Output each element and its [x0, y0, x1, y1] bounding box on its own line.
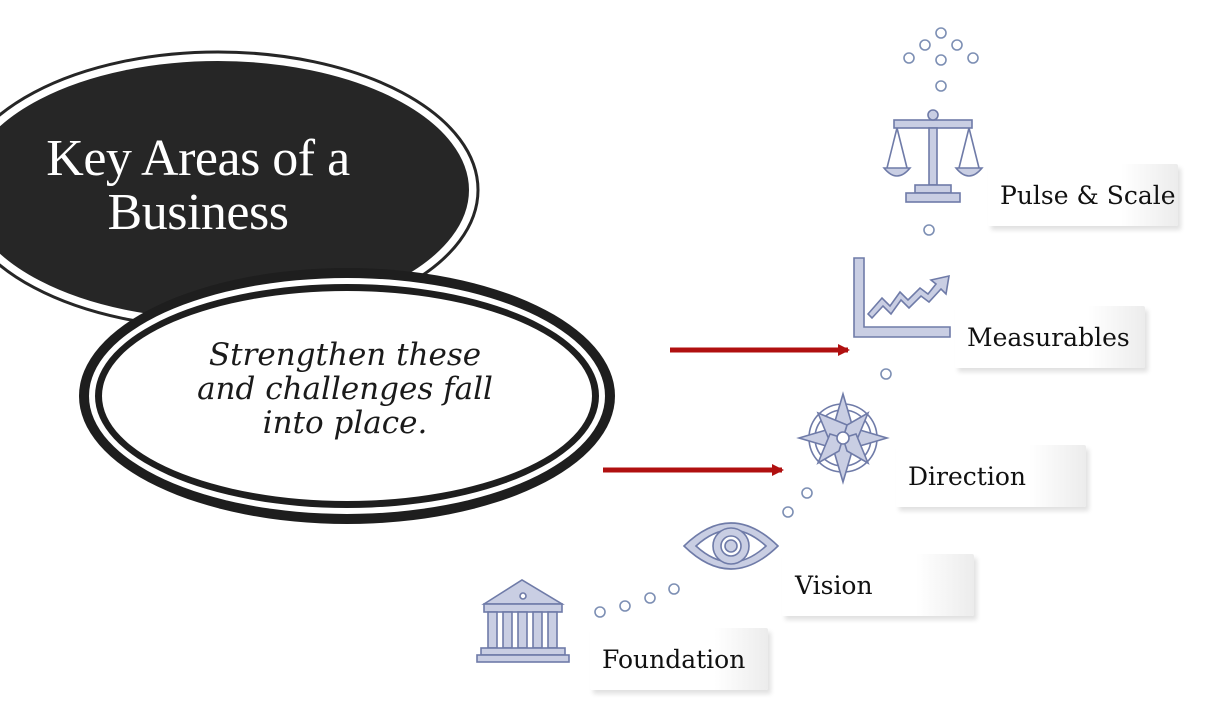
stage-label-text: Foundation	[602, 644, 746, 674]
tagline-line: into place.	[262, 405, 428, 441]
stage-label-text: Pulse & Scale	[1000, 180, 1176, 210]
tagline-line: Strengthen these	[208, 337, 482, 373]
tagline-line: and challenges fall	[197, 371, 493, 407]
path-dot	[923, 224, 935, 236]
title-line: Business	[107, 184, 289, 241]
tagline: Strengthen these and challenges fall int…	[180, 338, 510, 440]
path-dot	[935, 80, 947, 92]
stage-label-text: Measurables	[967, 322, 1130, 352]
rising-chart-icon	[853, 257, 951, 338]
path-dot	[935, 54, 947, 66]
dotted-path	[594, 27, 979, 618]
stage-label-text: Vision	[795, 570, 873, 600]
stage-label-direction: Direction	[896, 445, 1086, 507]
tagline-ellipse	[102, 291, 592, 501]
path-dot	[668, 583, 680, 595]
path-dot	[594, 606, 606, 618]
stage-label-vision: Vision	[782, 554, 974, 616]
path-dot	[935, 27, 947, 39]
balance-scale-icon	[882, 109, 984, 203]
bank-building-icon	[476, 579, 570, 663]
path-dot	[967, 52, 979, 64]
eye-icon	[682, 522, 780, 570]
title-line: Key Areas of a	[46, 130, 350, 187]
page-title: Key Areas of a Business	[18, 132, 378, 240]
stage-label-foundation: Foundation	[590, 628, 768, 690]
path-dot	[619, 600, 631, 612]
path-dot	[644, 592, 656, 604]
path-dot	[801, 487, 813, 499]
path-dot	[880, 368, 892, 380]
path-dot	[951, 39, 963, 51]
stage-label-measurables: Measurables	[955, 306, 1145, 368]
compass-rose-icon	[796, 391, 890, 485]
stage-label-pulse-scale: Pulse & Scale	[988, 164, 1178, 226]
path-dot	[782, 506, 794, 518]
path-dot	[919, 39, 931, 51]
path-dot	[903, 52, 915, 64]
stage-label-text: Direction	[908, 461, 1026, 491]
